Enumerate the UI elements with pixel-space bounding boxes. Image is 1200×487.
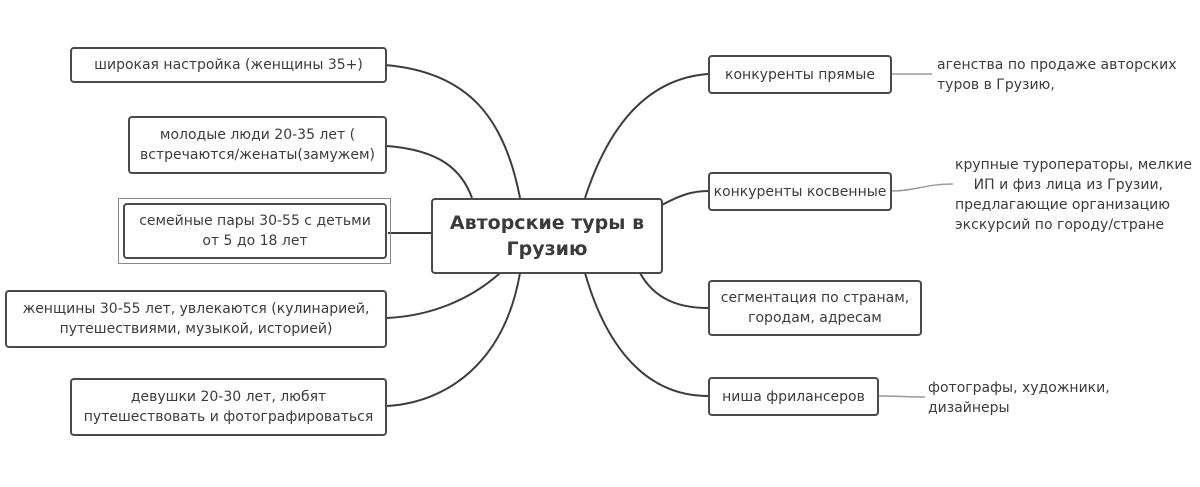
audience-node-label: семейные пары 30-55 с детьми xyxy=(139,213,371,229)
note-direct-competitors: агенства по продаже авторских туров в Гр… xyxy=(937,55,1177,95)
link-central-to-right-1 xyxy=(661,190,709,206)
note-line: агенства по продаже авторских xyxy=(937,57,1177,73)
note-freelancers: фотографы, художники, дизайнеры xyxy=(928,378,1110,418)
note-line: ИП и физ лица из Грузии, xyxy=(973,177,1163,193)
link-central-to-left-0 xyxy=(384,64,521,199)
audience-node-4[interactable]: девушки 20-30 лет, любят путешествовать … xyxy=(70,378,387,436)
analysis-node-label: городам, адресам xyxy=(748,310,882,326)
analysis-node-label: конкуренты косвенные xyxy=(713,183,887,200)
audience-node-label: встречаются/женаты(замужем) xyxy=(140,147,375,163)
note-line: дизайнеры xyxy=(928,400,1010,416)
link-central-to-left-1 xyxy=(386,145,473,199)
audience-node-0[interactable]: широкая настройка (женщины 35+) xyxy=(70,47,387,83)
audience-node-label: молодые люди 20-35 лет ( xyxy=(159,127,356,143)
audience-node-3[interactable]: женщины 30-55 лет, увлекаются (кулинарие… xyxy=(5,290,387,348)
audience-node-1[interactable]: молодые люди 20-35 лет ( встречаются/жен… xyxy=(128,116,387,174)
audience-node-2[interactable]: семейные пары 30-55 с детьми от 5 до 18 … xyxy=(123,203,387,259)
note-line: экскурсий по городу/стране xyxy=(955,217,1165,233)
analysis-node-label: ниша фрилансеров xyxy=(722,388,865,405)
analysis-node-label: сегментация по странам, xyxy=(720,290,910,306)
link-central-to-left-4 xyxy=(386,272,521,407)
audience-node-label: женщины 30-55 лет, увлекаются (кулинарие… xyxy=(22,301,370,317)
note-indirect-competitors: крупные туроператоры, мелкие ИП и физ ли… xyxy=(955,155,1193,235)
audience-node-label: путешествовать и фотографироваться xyxy=(83,409,374,425)
link-central-to-right-2 xyxy=(639,272,709,309)
note-line: туров в Грузию, xyxy=(937,77,1055,93)
link-central-to-right-3 xyxy=(584,272,709,397)
analysis-node-label: конкуренты прямые xyxy=(725,66,875,83)
link-note-indirect xyxy=(891,183,954,192)
note-line: предлагающие организацию xyxy=(955,197,1171,213)
audience-node-label: девушки 20-30 лет, любят xyxy=(130,389,327,405)
note-line: фотографы, художники, xyxy=(928,380,1110,396)
analysis-node-indirect-competitors[interactable]: конкуренты косвенные xyxy=(708,172,892,211)
analysis-node-direct-competitors[interactable]: конкуренты прямые xyxy=(708,55,892,94)
audience-node-label: путешествиями, музыкой, историей) xyxy=(59,321,333,337)
audience-node-label: от 5 до 18 лет xyxy=(202,233,308,249)
central-topic-line: Авторские туры в xyxy=(449,212,645,234)
analysis-node-segmentation[interactable]: сегментация по странам, городам, адресам xyxy=(708,280,922,336)
analysis-node-freelancers[interactable]: ниша фрилансеров xyxy=(708,377,879,416)
note-line: крупные туроператоры, мелкие xyxy=(955,157,1193,173)
central-topic-text: Авторские туры в Грузию xyxy=(450,210,644,262)
link-central-to-right-0 xyxy=(584,73,709,199)
audience-node-label: широкая настройка (женщины 35+) xyxy=(94,57,363,73)
link-central-to-left-3 xyxy=(386,272,501,319)
selection-frame xyxy=(118,198,391,264)
link-note-freelance xyxy=(878,395,926,398)
central-topic-node[interactable]: Авторские туры в Грузию xyxy=(431,198,663,274)
central-topic-line: Грузию xyxy=(506,238,588,260)
